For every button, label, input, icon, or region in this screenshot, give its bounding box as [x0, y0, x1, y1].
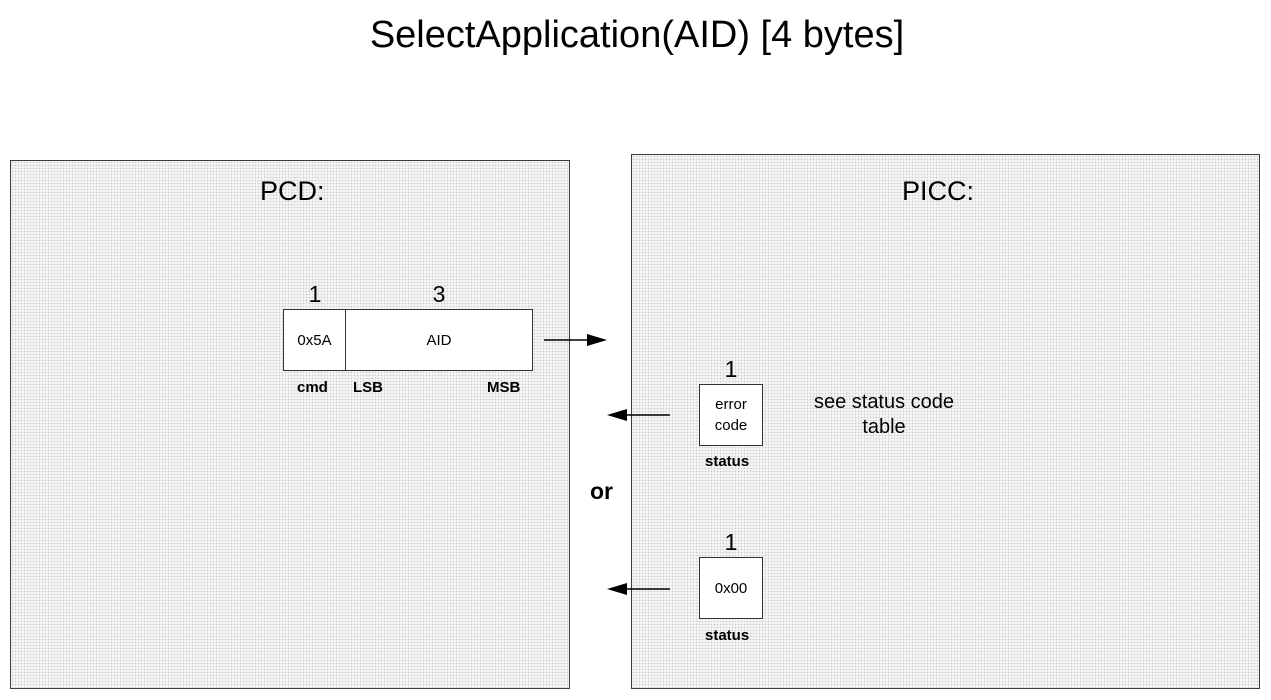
cmd-field: 0x5A	[283, 309, 346, 371]
success-status-label: status	[705, 627, 750, 644]
error-response-arrow	[607, 409, 670, 421]
error-byte-count: 1	[724, 356, 738, 382]
pcd-panel-title: PCD:	[260, 176, 325, 206]
error-code-line1: error	[715, 396, 747, 413]
error-code-line2: code	[714, 417, 748, 434]
status-code-note: see status code table	[794, 390, 974, 440]
aid-byte-count: 3	[432, 281, 446, 307]
or-separator: or	[590, 478, 613, 504]
error-code-field: error code	[699, 384, 763, 446]
success-byte-count: 1	[724, 529, 738, 555]
error-status-label: status	[705, 453, 750, 470]
success-response-arrow	[607, 583, 670, 595]
cmd-byte-count: 1	[308, 281, 322, 307]
aid-field: AID	[345, 309, 533, 371]
aid-lsb-label: LSB	[353, 379, 383, 396]
pcd-panel	[10, 160, 570, 689]
request-arrow	[544, 334, 607, 346]
aid-msb-label: MSB	[487, 379, 521, 396]
diagram-title: SelectApplication(AID) [4 bytes]	[369, 14, 905, 56]
status-code-note-line2: table	[862, 416, 906, 438]
success-status-field: 0x00	[699, 557, 763, 619]
cmd-label: cmd	[297, 379, 328, 396]
status-code-note-line1: see status code	[813, 391, 955, 413]
picc-panel-title: PICC:	[902, 176, 975, 206]
